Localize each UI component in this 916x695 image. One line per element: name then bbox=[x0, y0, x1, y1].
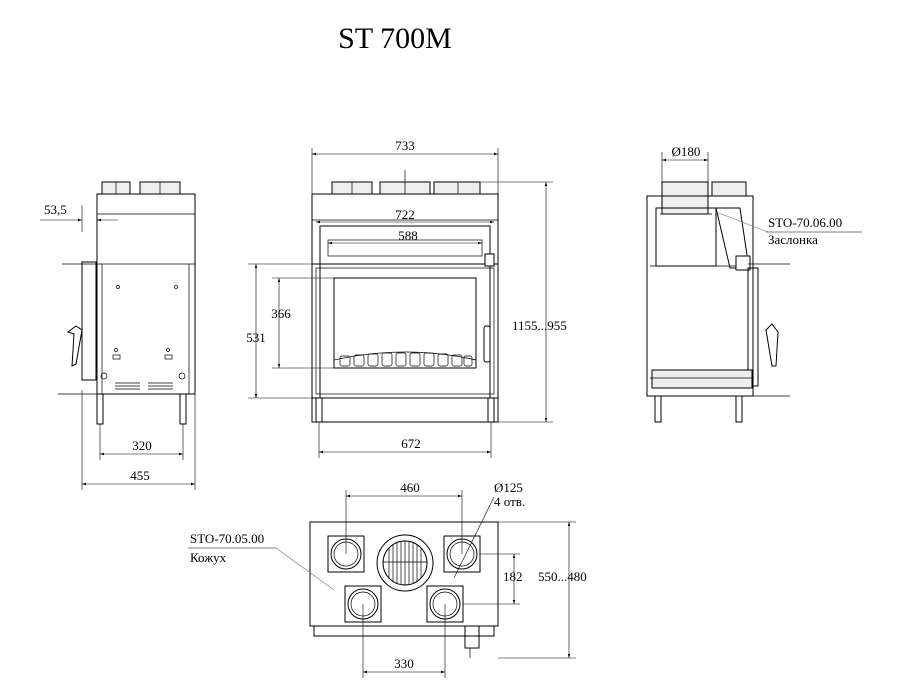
dim-front-base-width: 672 bbox=[401, 436, 421, 451]
callout-casing-name: Кожух bbox=[190, 550, 227, 565]
dim-front-width: 733 bbox=[395, 138, 415, 153]
dim-front-door-height: 531 bbox=[246, 330, 266, 345]
dim-right-flue-diameter: Ø180 bbox=[672, 144, 701, 159]
dim-front-inner-width: 722 bbox=[395, 207, 415, 222]
top-central-flue bbox=[376, 534, 434, 592]
dim-top-bottom-spacing: 330 bbox=[394, 656, 414, 671]
dim-side-depth: 455 bbox=[130, 468, 150, 483]
front-view: 733 722 588 366 531 1155...955 672 bbox=[246, 138, 567, 458]
callout-damper-name: Заслонка bbox=[768, 232, 818, 247]
dim-top-outlet-count: 4 отв. bbox=[494, 494, 525, 509]
dim-top-outlet-diameter: Ø125 bbox=[494, 480, 523, 495]
dim-top-depth: 550...480 bbox=[538, 569, 587, 584]
drawing-title: ST 700M bbox=[338, 22, 452, 55]
dim-front-glass-height: 366 bbox=[271, 306, 291, 321]
callout-damper-code: STO-70.06.00 bbox=[768, 215, 842, 230]
dim-side-offset: 53,5 bbox=[44, 202, 67, 217]
dim-side-leg-spacing: 320 bbox=[132, 438, 152, 453]
callout-casing-code: STO-70.05.00 bbox=[190, 531, 264, 546]
dim-top-outlet-offset: 182 bbox=[503, 569, 523, 584]
dim-front-height: 1155...955 bbox=[512, 318, 567, 333]
side-vent-grille bbox=[115, 382, 173, 390]
front-grate bbox=[333, 351, 477, 367]
side-view-right: Ø180 STO-70.06.00 Заслонка bbox=[646, 144, 862, 423]
dim-front-glass-width: 588 bbox=[398, 228, 418, 243]
side-view-left: 53,5 320 455 bbox=[40, 181, 196, 490]
dim-top-outlet-spacing: 460 bbox=[400, 480, 420, 495]
top-view: 460 Ø125 4 отв. 182 550...480 330 STO-70… bbox=[188, 480, 587, 678]
